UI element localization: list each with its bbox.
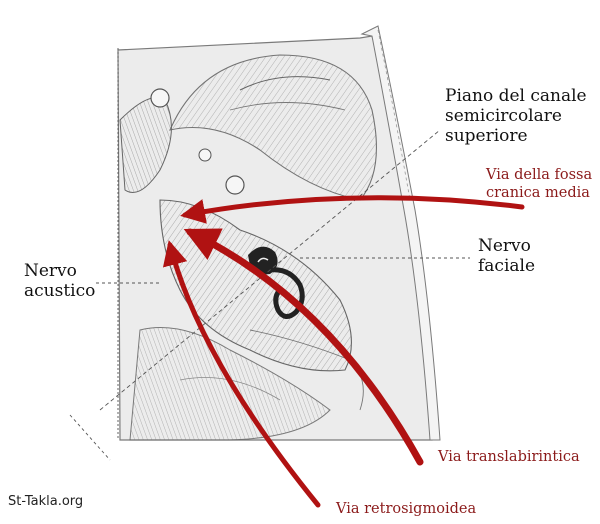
label-acoustic-nerve: Nervo acustico [24, 261, 96, 301]
arrow-middle-fossa [180, 195, 525, 224]
label-facial-nerve: Nervo faciale [478, 236, 536, 276]
reference-lines [69, 48, 470, 461]
arrow-translabyrinthine [183, 228, 424, 466]
label-route-translabyrinthine: Via translabirintica [438, 449, 580, 465]
bone-body [117, 25, 441, 441]
label-plane-superior-canal: Piano del canale semicircolare superiore [445, 86, 587, 146]
route-arrows [162, 195, 525, 508]
label-route-middle-fossa: Via della fossa cranica media [486, 167, 593, 201]
label-route-retrosigmoid: Via retrosigmoidea [336, 501, 477, 517]
watermark: St-Takla.org [8, 494, 84, 509]
arrow-retrosigmoid [162, 240, 321, 508]
